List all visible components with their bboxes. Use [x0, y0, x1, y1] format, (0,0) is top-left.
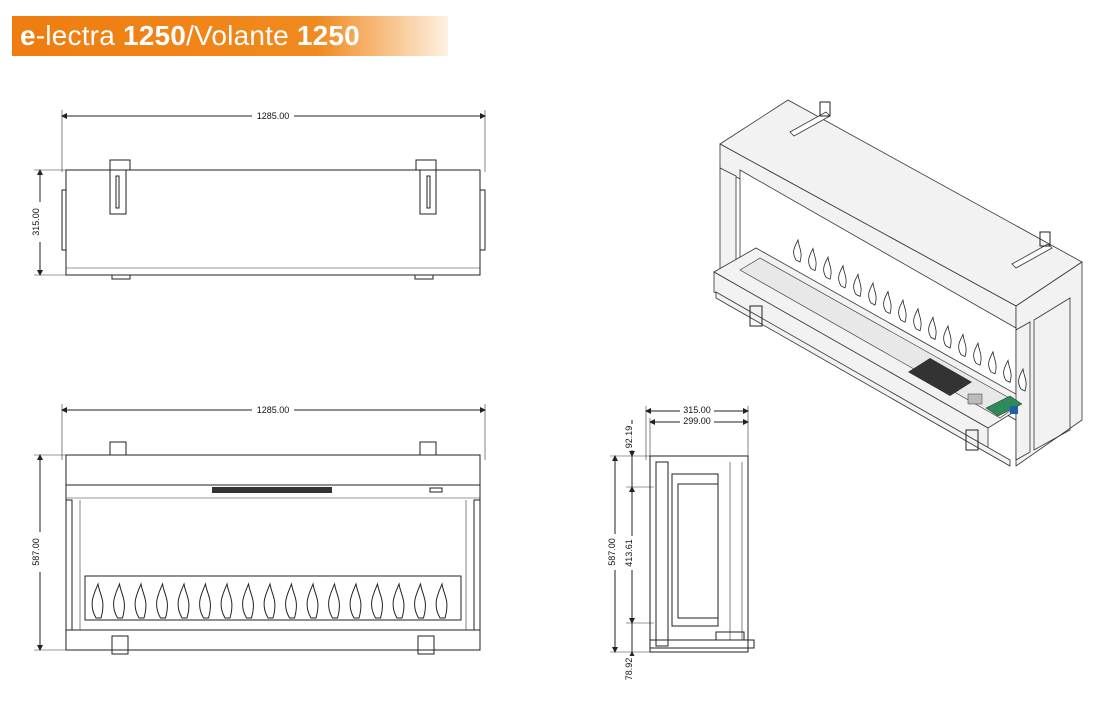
flame-glyph [306, 582, 319, 619]
flame-glyph [285, 582, 297, 619]
flame-glyph [435, 582, 448, 619]
iso-flame-glyph [1003, 359, 1012, 383]
flame-glyph [113, 582, 125, 619]
mount-bracket-left [109, 159, 131, 171]
front-bracket-right [419, 441, 437, 456]
iso-flame-glyph [928, 316, 937, 340]
iso-bracket-top-right [1039, 231, 1051, 247]
iso-flame-glyph [913, 307, 922, 332]
iso-flame-glyph [898, 298, 907, 323]
side-depth-inner-label: 299.00 [683, 416, 711, 426]
side-view: 315.00 299.00 587.00 92.19 413.61 78.92 [607, 405, 755, 682]
side-top-offset-label: 92.19 [624, 426, 634, 449]
flame-glyph [371, 582, 383, 619]
front-height-label: 587.00 [31, 538, 41, 566]
mount-bracket-right [415, 159, 437, 171]
iso-circuit-board [985, 395, 1023, 417]
front-view: 1285.00 587.00 [31, 404, 486, 655]
flame-glyph [134, 582, 147, 619]
top-view: 1285.00 315.00 [31, 110, 486, 280]
flame-glyph [263, 582, 276, 619]
iso-flame-glyph [823, 255, 832, 280]
title-model-2: 1250 [296, 20, 360, 51]
top-width-label: 1285.00 [257, 111, 290, 121]
top-body-outline [65, 169, 481, 276]
flame-effect-panel [84, 575, 462, 621]
iso-flame-glyph [808, 247, 817, 272]
title-lectra: -lectra [35, 20, 123, 51]
title-model-1: 1250 [122, 20, 187, 51]
title-e: e [20, 20, 36, 51]
title-banner: e-lectra 1250/Volante 1250 [12, 16, 448, 56]
flame-glyph [156, 582, 168, 619]
iso-fan-unit [908, 358, 972, 396]
side-height-label: 587.00 [607, 538, 617, 566]
flame-glyph [392, 582, 405, 619]
iso-flame-glyph [868, 281, 877, 306]
isometric-view [713, 99, 1083, 467]
iso-bracket-top-left [819, 101, 831, 117]
flame-row [91, 582, 448, 619]
side-opening-label: 413.61 [624, 539, 634, 567]
front-bracket-left [109, 441, 127, 456]
iso-flame-glyph [958, 333, 967, 358]
flame-glyph [242, 582, 254, 619]
iso-flame-glyph [943, 324, 952, 349]
iso-flame-glyph [853, 273, 862, 297]
flame-glyph [349, 582, 362, 619]
iso-flame-glyph [1018, 367, 1027, 392]
iso-flame-glyph [988, 350, 997, 375]
side-depth-outer-label: 315.00 [683, 405, 711, 415]
flame-glyph [177, 582, 190, 619]
flame-glyph [414, 582, 426, 619]
side-body-outline [649, 455, 749, 653]
title-volante: /Volante [186, 20, 297, 51]
iso-flame-glyph [793, 238, 802, 263]
flame-glyph [199, 582, 211, 619]
side-bottom-offset-label: 78.92 [624, 658, 634, 681]
iso-flame-row [793, 238, 1027, 392]
flame-glyph [91, 582, 104, 619]
front-body-outline [65, 454, 481, 651]
top-depth-label: 315.00 [31, 208, 41, 236]
product-title: e-lectra 1250/Volante 1250 [20, 20, 360, 52]
iso-flame-glyph [838, 264, 847, 289]
iso-flame-glyph [973, 341, 982, 366]
front-width-label: 1285.00 [257, 405, 290, 415]
flame-glyph [220, 582, 233, 619]
flame-glyph [328, 582, 340, 619]
iso-flame-glyph [883, 290, 892, 315]
